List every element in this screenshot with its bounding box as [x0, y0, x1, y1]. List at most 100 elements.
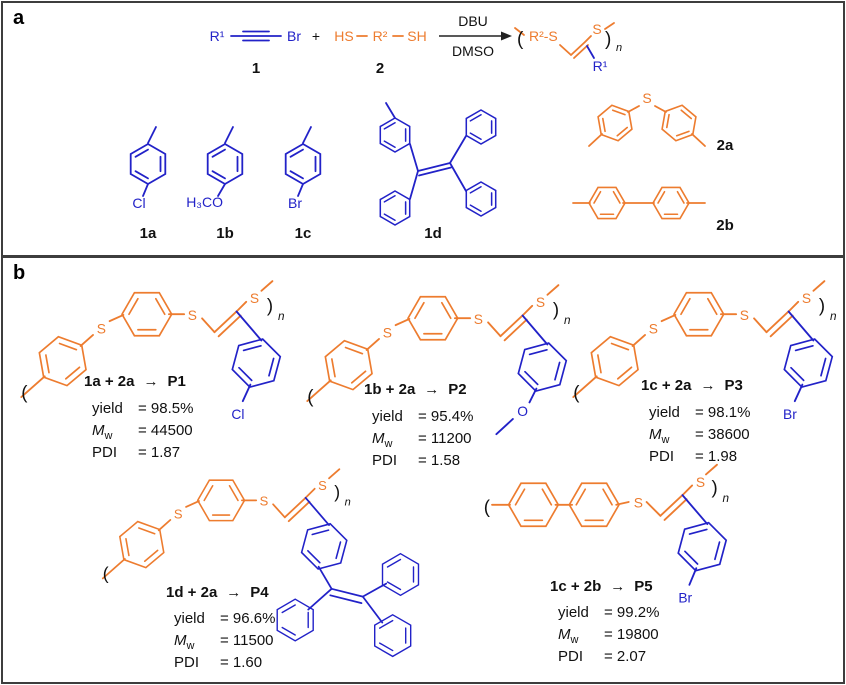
mw-label: Mw	[174, 632, 195, 652]
p1-product-label: P1	[167, 373, 186, 390]
p4-pdi-row: PDI = 1.60	[174, 654, 275, 676]
p4-mw-row: Mw= 11500	[174, 632, 275, 654]
yield-label: yield	[558, 604, 589, 621]
arrow-icon: →	[700, 377, 716, 394]
compound-2-label: 2	[376, 60, 384, 77]
p3-yield-row: yield= 98.1%	[649, 404, 750, 426]
p2-product-label: P2	[448, 381, 467, 398]
product-unit: ( R²-S S ) n R¹	[514, 21, 622, 74]
p3-pendant	[781, 311, 835, 403]
p1-yield-value: = 98.5%	[138, 400, 194, 417]
product-r1-label: R¹	[593, 58, 608, 74]
s-atom-label: S	[740, 308, 749, 323]
p4-pdi-value: = 1.60	[220, 654, 263, 671]
p1-mw-value: = 44500	[138, 422, 193, 439]
paren-close: )	[334, 482, 340, 502]
s-atom-label: S	[97, 322, 106, 337]
p2-pendant	[495, 315, 569, 436]
p2-structure: S S S ( ) n O	[307, 285, 570, 436]
pendant-atom-label: Br	[783, 407, 797, 422]
p4-structure: S S S ( ) n	[103, 469, 420, 658]
pdi-label: PDI	[174, 654, 200, 671]
p1-mw-row: Mw = 44500	[92, 422, 193, 444]
paren-close: )	[267, 294, 273, 315]
br-label: Br	[287, 28, 301, 44]
p4-equation: 1d + 2a → P4	[166, 584, 269, 601]
s-atom-label: S	[250, 291, 259, 306]
panel-b: b S S S ( ) n Cl S S S (	[1, 256, 845, 684]
panel-a-label: a	[13, 7, 25, 29]
p2-mw-value: = 11200	[418, 430, 472, 447]
monomer-1d-structure	[379, 102, 497, 226]
panel-b-label: b	[13, 262, 26, 284]
s-atom-label: S	[318, 478, 327, 493]
monomer-1a-structure	[129, 126, 167, 197]
compound-1-label: 1	[252, 60, 260, 77]
yield-label: yield	[372, 408, 403, 425]
solvent-dmso: DMSO	[452, 43, 494, 59]
s-atom-label: S	[802, 291, 811, 306]
p5-backbone	[491, 463, 718, 528]
product-group-label: R²-S	[529, 28, 558, 44]
panel-a: a R¹ Br + HS R² SH 1 2 DBU DMSO	[1, 1, 845, 257]
p5-monomer-combo: 1c + 2b	[550, 578, 602, 595]
p2-yield-value: = 95.4%	[418, 408, 474, 425]
p5-mw-row: Mw= 19800	[558, 626, 659, 648]
p2-equation: 1b + 2a → P2	[364, 381, 467, 398]
p5-structure: S S ( ) n Br	[484, 463, 731, 606]
r2-label: R²	[373, 28, 388, 44]
p5-yield-value: = 99.2%	[604, 604, 660, 621]
monomer-label-1c: 1c	[295, 225, 312, 242]
s-atom-label: S	[536, 295, 545, 310]
s-atom-label: S	[474, 312, 483, 327]
arrow-icon: →	[424, 381, 440, 398]
monomer-label-2b: 2b	[716, 217, 734, 234]
br-atom-label: Br	[288, 195, 302, 211]
paren-close: )	[553, 298, 559, 319]
yield-label: yield	[649, 404, 680, 421]
arrow-icon: →	[143, 373, 159, 390]
hs-label: HS	[334, 28, 353, 44]
p3-monomer-combo: 1c + 2a	[641, 377, 692, 394]
p2-mw-row: Mw= 11200	[372, 430, 473, 452]
methoxy-label: H₃CO	[186, 194, 223, 210]
p4-yield-value: = 96.6%	[220, 610, 276, 627]
monomer-label-1b: 1b	[216, 225, 234, 242]
p3-structure: S S S ( ) n Br	[573, 281, 836, 422]
panel-a-scheme: R¹ Br + HS R² SH 1 2 DBU DMSO ( R²-S S	[129, 13, 734, 242]
paren-open: (	[484, 496, 491, 517]
pendant-atom-label: Br	[678, 591, 692, 606]
bond	[514, 27, 525, 36]
p4-pendant	[276, 498, 420, 658]
s-atom-label: S	[696, 475, 705, 490]
p5-product-label: P5	[634, 578, 653, 595]
pdi-label: PDI	[92, 444, 118, 461]
monomer-label-1a: 1a	[140, 225, 157, 242]
p1-monomer-combo: 1a + 2a	[84, 373, 135, 390]
p5-stats: yield= 99.2% Mw= 19800 PDI= 2.07	[558, 604, 659, 670]
p1-pdi-row: PDI= 1.87	[92, 444, 193, 466]
monomer-1c-structure	[284, 126, 322, 197]
paren-close: )	[819, 294, 825, 315]
mw-label: Mw	[92, 422, 113, 442]
pendant-atom-label: O	[517, 404, 528, 419]
p1-structure: S S S ( ) n Cl	[21, 281, 284, 422]
s-atom-label: S	[649, 322, 658, 337]
monomer-2a-structure	[588, 98, 706, 148]
p5-yield-row: yield = 99.2%	[558, 604, 659, 626]
p1-pendant	[229, 311, 283, 403]
paren-open: (	[517, 29, 524, 50]
yield-label: yield	[92, 400, 123, 417]
p4-monomer-combo: 1d + 2a	[166, 584, 218, 601]
p5-equation: 1c + 2b → P5	[550, 578, 653, 595]
monomer-label-2a: 2a	[717, 137, 734, 154]
vinyl-bonds	[559, 35, 592, 59]
p2-pdi-value: = 1.58	[418, 452, 461, 469]
pdi-label: PDI	[372, 452, 398, 469]
bond	[586, 45, 595, 59]
pendant-atom-label: Cl	[231, 407, 244, 422]
p4-yield-row: yield= 96.6%	[174, 610, 275, 632]
s-atom-label: S	[174, 507, 183, 522]
alkyne-bonds	[230, 30, 282, 42]
